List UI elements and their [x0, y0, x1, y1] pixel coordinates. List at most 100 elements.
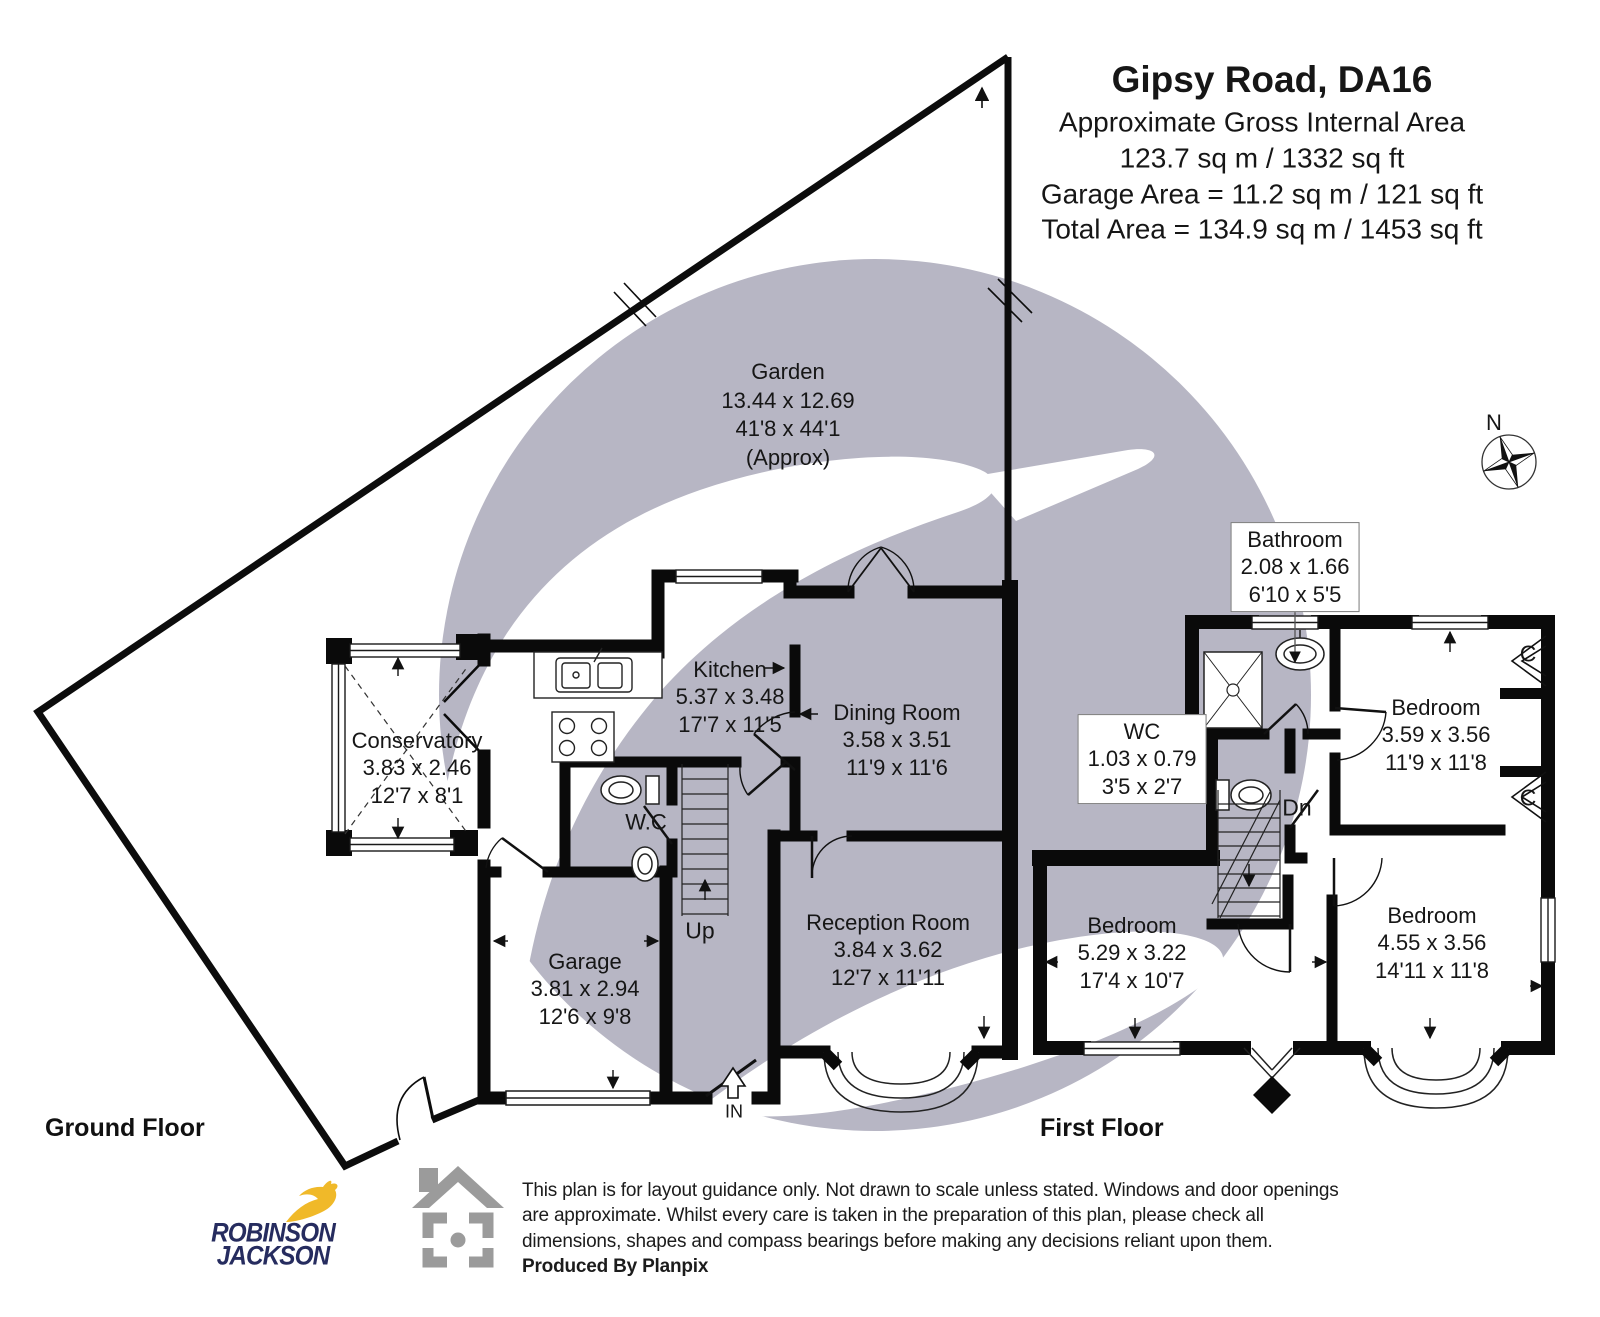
first-floor-doors [1237, 703, 1387, 973]
room-name: Kitchen [693, 657, 767, 683]
room-label-wc-ground: W.C [625, 808, 667, 835]
room-dim-metric: 4.55 x 3.56 [1377, 930, 1487, 956]
first-floor-windows [1083, 615, 1556, 1056]
room-label-reception-room: Reception Room 3.84 x 3.62 12'7 x 11'11 [806, 909, 970, 991]
garden-boundary [33, 54, 1033, 1171]
disclaimer-line: are approximate. Whilst every care is ta… [522, 1205, 1264, 1227]
room-dim-metric: 3.83 x 2.46 [362, 755, 472, 781]
disclaimer-line: dimensions, shapes and compass bearings … [522, 1230, 1273, 1252]
room-label-bathroom: Bathroom 2.08 x 1.66 6'10 x 5'5 [1230, 522, 1360, 612]
room-name: Conservatory [351, 728, 483, 754]
toilet-icon [600, 775, 660, 805]
room-dim-imperial: 12'6 x 9'8 [538, 1003, 632, 1029]
page-title: Gipsy Road, DA16 [1111, 59, 1433, 100]
french-doors [847, 546, 915, 593]
toilet-icon [1215, 779, 1272, 811]
room-dim-metric: 1.03 x 0.79 [1087, 746, 1197, 772]
room-dim-metric: 3.81 x 2.94 [530, 976, 640, 1002]
boundary-break-mark [987, 278, 1033, 323]
planpix-watermark-icon [439, 259, 1311, 1131]
boundary-break-mark [613, 282, 657, 327]
closet-label-top: C [1519, 640, 1537, 667]
garden-label: Garden 13.44 x 12.69 41'8 x 44'1 (Approx… [721, 358, 854, 472]
ground-floor-title: Ground Floor [45, 1114, 205, 1142]
area-total: Total Area = 134.9 sq m / 1453 sq ft [1041, 213, 1483, 245]
room-dim-imperial: 17'4 x 10'7 [1079, 967, 1185, 993]
room-dim-metric: 3.59 x 3.56 [1381, 722, 1491, 748]
entrance-label: IN [725, 1101, 743, 1122]
room-dim-metric: 5.37 x 3.48 [675, 684, 785, 710]
room-dim-metric: 3.84 x 3.62 [833, 937, 943, 963]
compass-rose-icon [1481, 434, 1537, 490]
robinson-jackson-logo: ROBINSON JACKSON [211, 1217, 336, 1270]
first-floor-plan [1032, 604, 1556, 1114]
conservatory-structure [326, 634, 485, 856]
room-label-bedroom-rear: Bedroom 5.29 x 3.22 17'4 x 10'7 [1078, 912, 1187, 994]
brand-line: ROBINSON [211, 1217, 336, 1248]
area-subtitle: Approximate Gross Internal Area [1058, 106, 1466, 138]
closet-doors [1510, 635, 1547, 823]
room-dim-imperial: 14'11 x 11'8 [1374, 957, 1490, 983]
room-dim-imperial: 12'7 x 8'1 [370, 782, 464, 808]
garden-dim-metric: 13.44 x 12.69 [721, 387, 855, 413]
room-name: Bedroom [1087, 913, 1177, 939]
room-dim-metric: 3.58 x 3.51 [842, 727, 952, 753]
room-dim-imperial: 6'10 x 5'5 [1248, 581, 1342, 607]
diamond-bay-window [1243, 1047, 1301, 1114]
garden-dim-imperial: 41'8 x 44'1 [735, 416, 841, 441]
room-label-bedroom-front: Bedroom 3.59 x 3.56 11'9 x 11'8 [1382, 694, 1491, 776]
room-label-conservatory: Conservatory 3.83 x 2.46 12'7 x 8'1 [352, 727, 483, 809]
disclaimer: This plan is for layout guidance only. N… [522, 1178, 1339, 1280]
garden-approx-note: (Approx) [745, 444, 831, 470]
brand-bird-icon [286, 1180, 338, 1222]
kitchen-sink-icon [533, 647, 663, 699]
bay-window [819, 1047, 983, 1113]
room-name: Bedroom [1391, 695, 1481, 721]
room-label-wc-first: WC 1.03 x 0.79 3'5 x 2'7 [1077, 714, 1207, 804]
basin-icon [631, 846, 659, 882]
room-name: Dining Room [833, 700, 961, 726]
room-dim-imperial: 11'9 x 11'8 [1385, 749, 1487, 775]
door-leaf [443, 659, 485, 757]
area-summary: Approximate Gross Internal Area 123.7 sq… [1041, 104, 1483, 247]
room-label-dining-room: Dining Room 3.58 x 3.51 11'9 x 11'6 [833, 699, 960, 781]
planpix-house-icon [412, 1166, 504, 1268]
room-dim-metric: 2.08 x 1.66 [1240, 554, 1350, 580]
room-dim-imperial: 3'5 x 2'7 [1101, 773, 1183, 799]
room-name: WC [1123, 719, 1161, 745]
area-total-internal: 123.7 sq m / 1332 sq ft [1119, 142, 1405, 174]
room-dim-imperial: 11'9 x 11'6 [846, 754, 948, 780]
disclaimer-line: This plan is for layout guidance only. N… [522, 1180, 1339, 1201]
dimension-arrows-gf [391, 656, 991, 1090]
room-label-kitchen: Kitchen 5.37 x 3.48 17'7 x 11'5 [676, 656, 785, 738]
room-dim-imperial: 12'7 x 11'11 [830, 964, 945, 990]
area-garage: Garage Area = 11.2 sq m / 121 sq ft [1040, 178, 1484, 209]
garden-gate-arc [396, 1076, 425, 1141]
room-label-garage: Garage 3.81 x 2.94 12'6 x 9'8 [531, 948, 640, 1030]
first-floor-title: First Floor [1040, 1114, 1164, 1142]
brand-line: JACKSON [216, 1240, 330, 1270]
garage-door [505, 1090, 651, 1106]
room-name: W.C [625, 809, 667, 835]
room-dim-metric: 5.29 x 3.22 [1077, 940, 1187, 966]
ground-floor-plan [326, 546, 1018, 1113]
compass-north-label: N [1486, 410, 1502, 435]
garden-name: Garden [751, 358, 825, 384]
stairs-down-label: Dn [1282, 794, 1312, 821]
shower-icon [1203, 651, 1263, 729]
stove-icon [551, 711, 615, 763]
room-name: Bedroom [1387, 903, 1477, 929]
closet-label-bottom: C [1519, 784, 1537, 811]
room-name: Bathroom [1247, 527, 1343, 553]
room-label-bedroom-main: Bedroom 4.55 x 3.56 14'11 x 11'8 [1375, 902, 1489, 984]
room-name: Reception Room [806, 910, 970, 936]
dimension-arrows-ff [1044, 630, 1544, 1040]
entrance-arrow-icon [719, 1066, 747, 1099]
bay-window [1359, 1043, 1513, 1109]
ground-floor-doors [485, 711, 853, 1098]
produced-by: Produced By Planpix [522, 1256, 709, 1278]
room-name: Garage [548, 949, 622, 975]
stairs-up-label: Up [685, 917, 715, 944]
